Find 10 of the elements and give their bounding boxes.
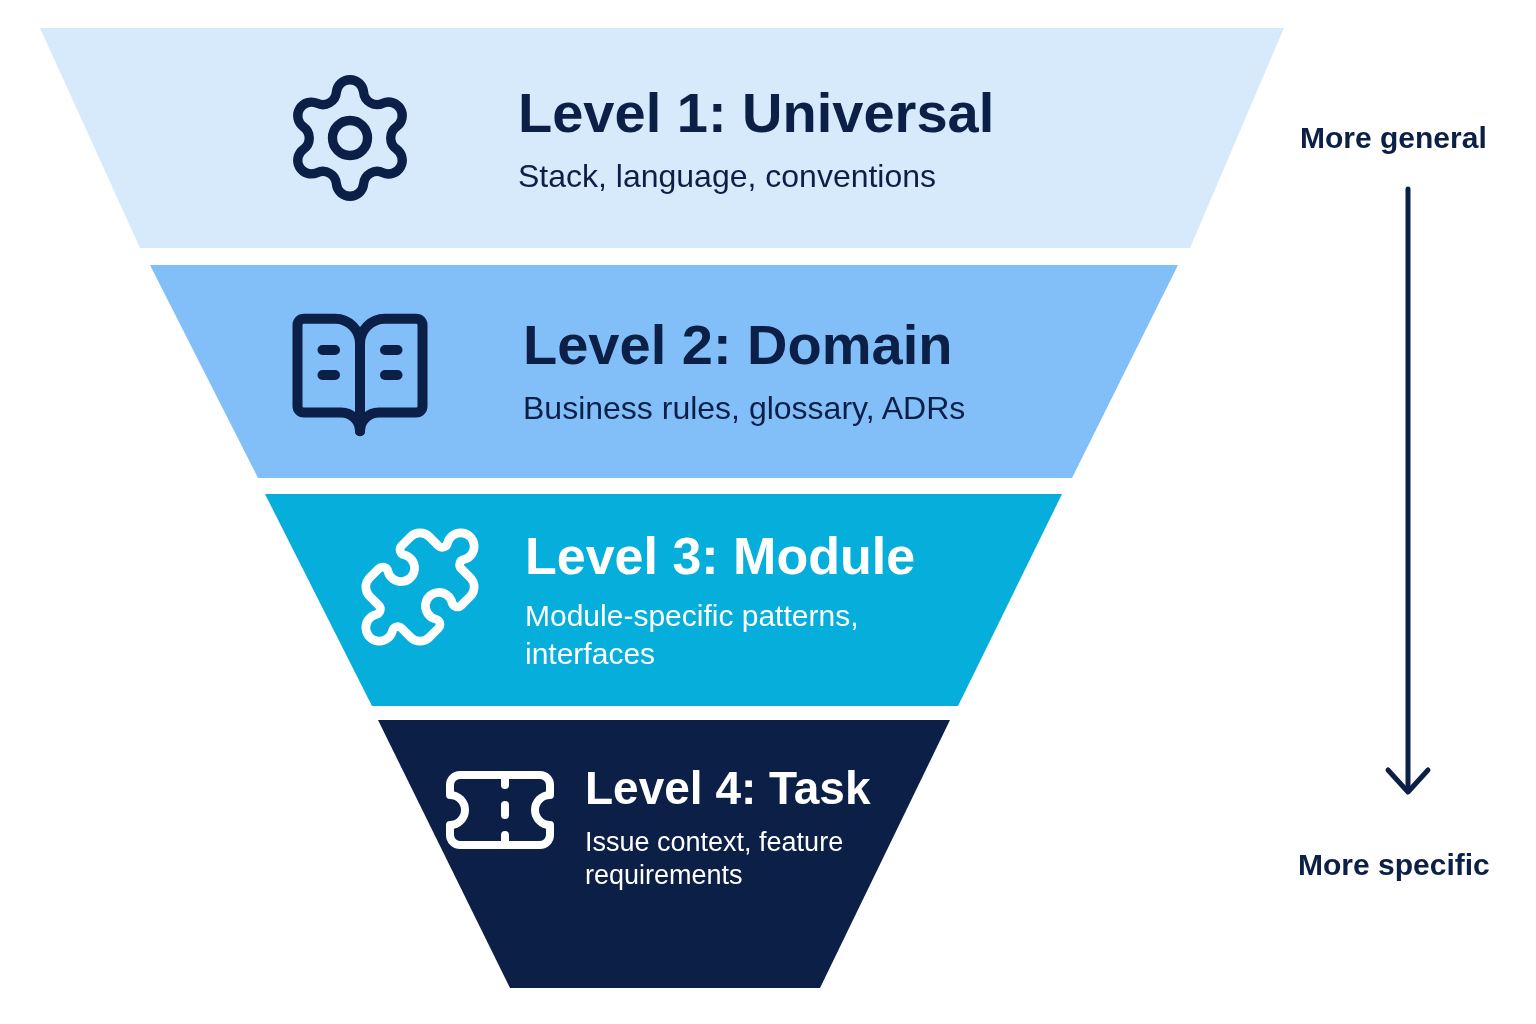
level-description: Stack, language, conventions [518,157,938,196]
level-title: Level 1: Universal [518,80,996,146]
scale-label: More specific [1298,847,1490,883]
level-title: Level 2: Domain [523,312,954,378]
level-description: Business rules, glossary, ADRs [523,389,967,428]
level-title: Level 3: Module [525,526,917,587]
scale-label: More general [1300,120,1487,156]
level-description: Issue context, feature requirements [585,825,845,893]
level-description: Module-specific patterns, interfaces [525,598,860,672]
level-title: Level 4: Task [585,761,872,816]
